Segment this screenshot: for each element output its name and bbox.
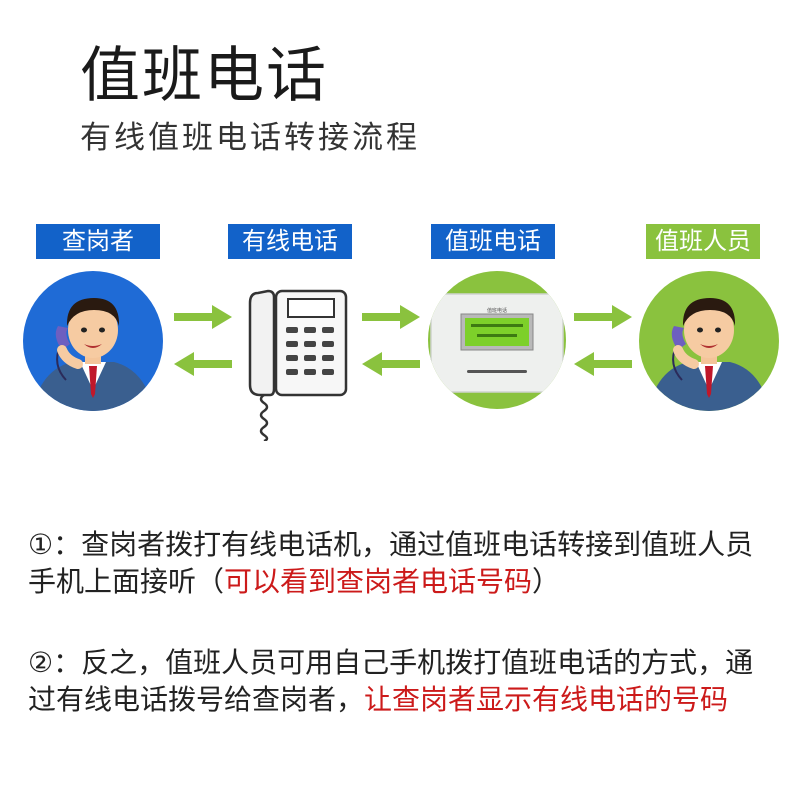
arrow-right-icon (574, 305, 632, 329)
note-1-highlight: 可以看到查岗者电话号码 (224, 565, 533, 598)
arrow-right-icon (362, 305, 420, 329)
note-2-highlight: 让查岗者显示有线电话的号码 (364, 683, 729, 716)
note-1-text: ①：查岗者拨打有线电话机，通过值班电话转接到值班人员手机上面接听（ (28, 528, 754, 598)
note-paragraph-1: ①：查岗者拨打有线电话机，通过值班电话转接到值班人员手机上面接听（可以看到查岗者… (28, 526, 773, 600)
note-paragraph-2: ②：反之，值班人员可用自己手机拨打值班电话的方式，通过有线电话拨号给查岗者，让查… (28, 644, 773, 718)
note-1-tail: ） (532, 565, 561, 598)
duty-phone-device-icon: 值班电话 (428, 271, 566, 409)
duty-person-icon (639, 271, 779, 411)
label-wired-phone: 有线电话 (228, 224, 352, 259)
arrow-right-icon (174, 305, 232, 329)
page-title: 值班电话 (80, 41, 328, 111)
arrow-left-icon (174, 352, 232, 376)
caller-person-icon (23, 271, 163, 411)
arrow-left-icon (362, 352, 420, 376)
page-subtitle: 有线值班电话转接流程 (80, 120, 420, 156)
arrow-left-icon (574, 352, 632, 376)
wired-telephone-icon (248, 289, 348, 441)
label-duty-phone: 值班电话 (431, 224, 555, 259)
note-2-text: ②：反之，值班人员可用自己手机拨打值班电话的方式，通过有线电话拨号给查岗者， (28, 646, 754, 716)
label-caller: 查岗者 (36, 224, 160, 259)
svg-text:值班电话: 值班电话 (487, 307, 507, 314)
label-duty-person: 值班人员 (646, 224, 760, 259)
